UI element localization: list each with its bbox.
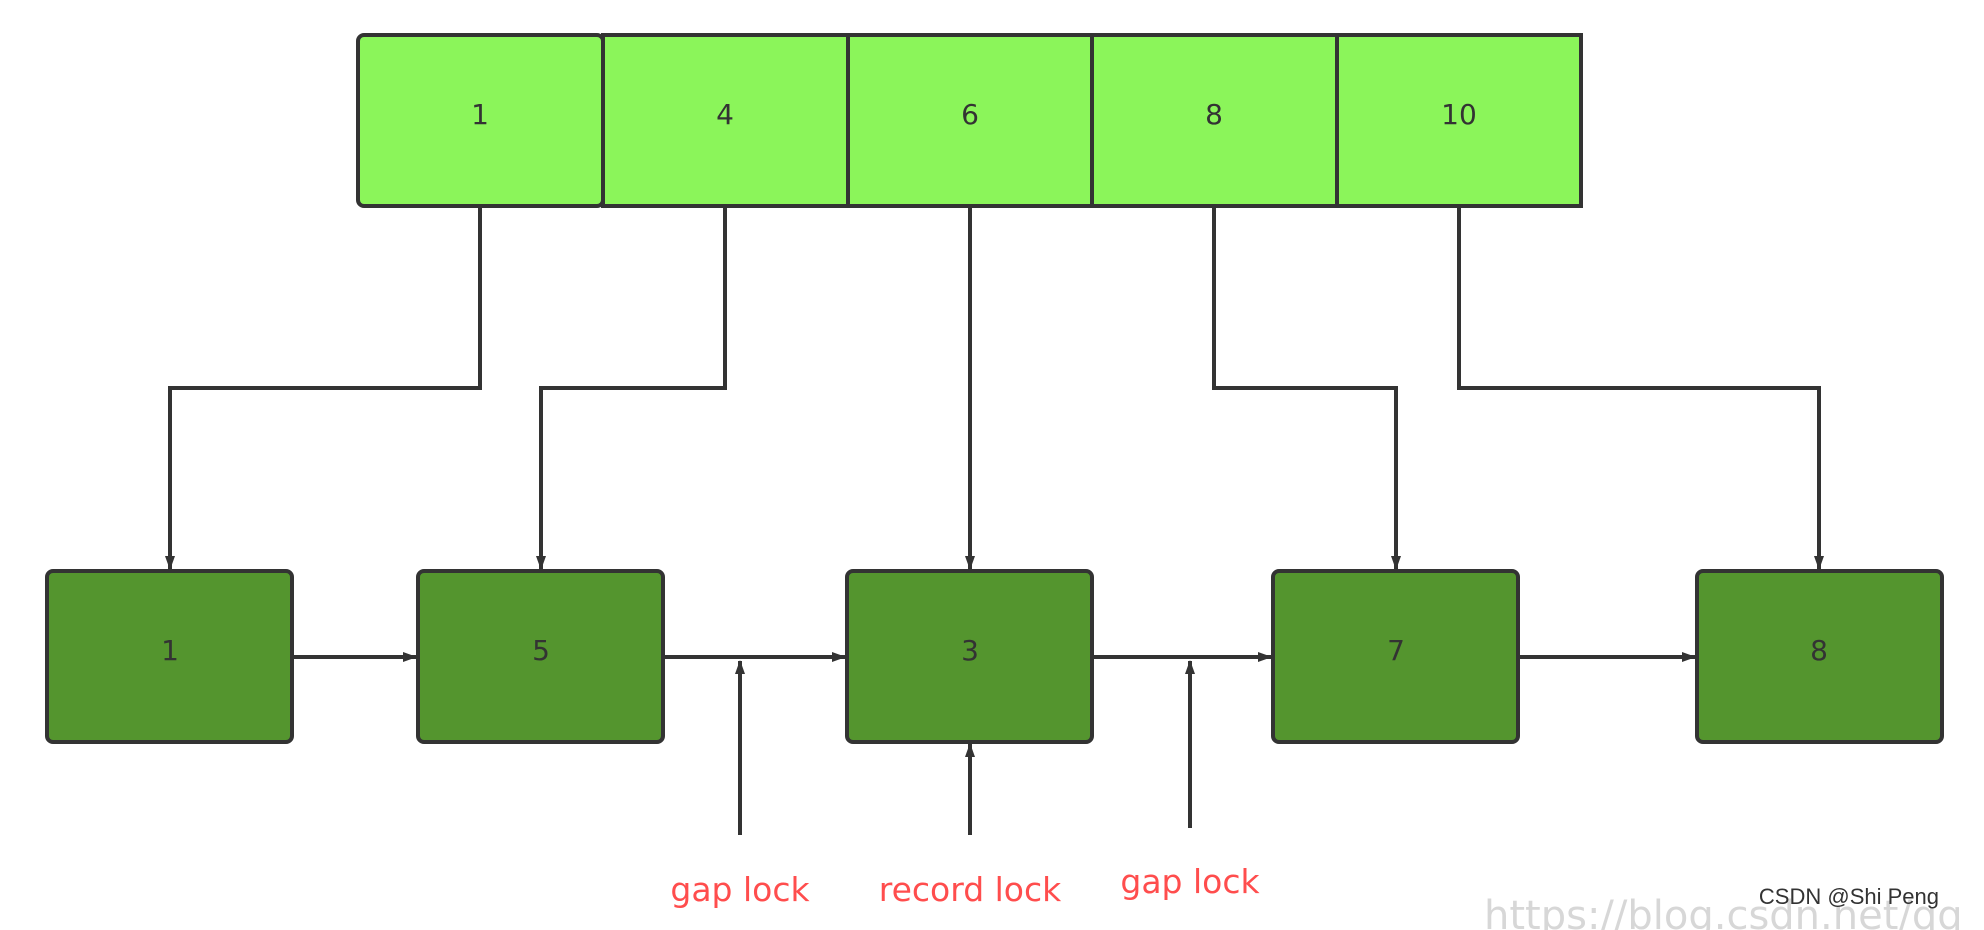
index-pointers bbox=[165, 206, 1824, 570]
index-key-5: 10 bbox=[1441, 98, 1477, 131]
blog-watermark: https://blog.csdn.net/qq_21 bbox=[1484, 893, 1984, 930]
pointer-5 bbox=[1457, 206, 1824, 570]
index-cell-2 bbox=[601, 33, 850, 208]
pointer-2 bbox=[536, 206, 727, 570]
index-key-4: 8 bbox=[1205, 98, 1223, 131]
index-cell-4 bbox=[1090, 33, 1339, 208]
leaf-value-3: 3 bbox=[961, 634, 979, 667]
index-key-1: 1 bbox=[471, 98, 489, 131]
lock-indicators bbox=[735, 660, 1195, 835]
index-key-3: 6 bbox=[961, 98, 979, 131]
leaf-records: 1 5 3 7 8 bbox=[45, 569, 1944, 744]
leaf-node-5 bbox=[1695, 569, 1944, 744]
leaf-value-4: 7 bbox=[1387, 634, 1405, 667]
csdn-credit: CSDN @Shi Peng bbox=[1759, 884, 1939, 909]
leaf-value-2: 5 bbox=[532, 634, 550, 667]
leaf-value-1: 1 bbox=[161, 634, 179, 667]
gap-lock-label-left: gap lock bbox=[670, 870, 810, 909]
pointer-1 bbox=[165, 206, 482, 570]
index-cell-3 bbox=[846, 33, 1094, 208]
record-lock-label: record lock bbox=[879, 870, 1062, 909]
index-page: 1 4 6 8 10 bbox=[356, 33, 1583, 208]
pointer-4 bbox=[1212, 206, 1401, 570]
leaf-value-5: 8 bbox=[1810, 634, 1828, 667]
index-key-2: 4 bbox=[716, 98, 734, 131]
gap-lock-label-right: gap lock bbox=[1120, 862, 1260, 901]
